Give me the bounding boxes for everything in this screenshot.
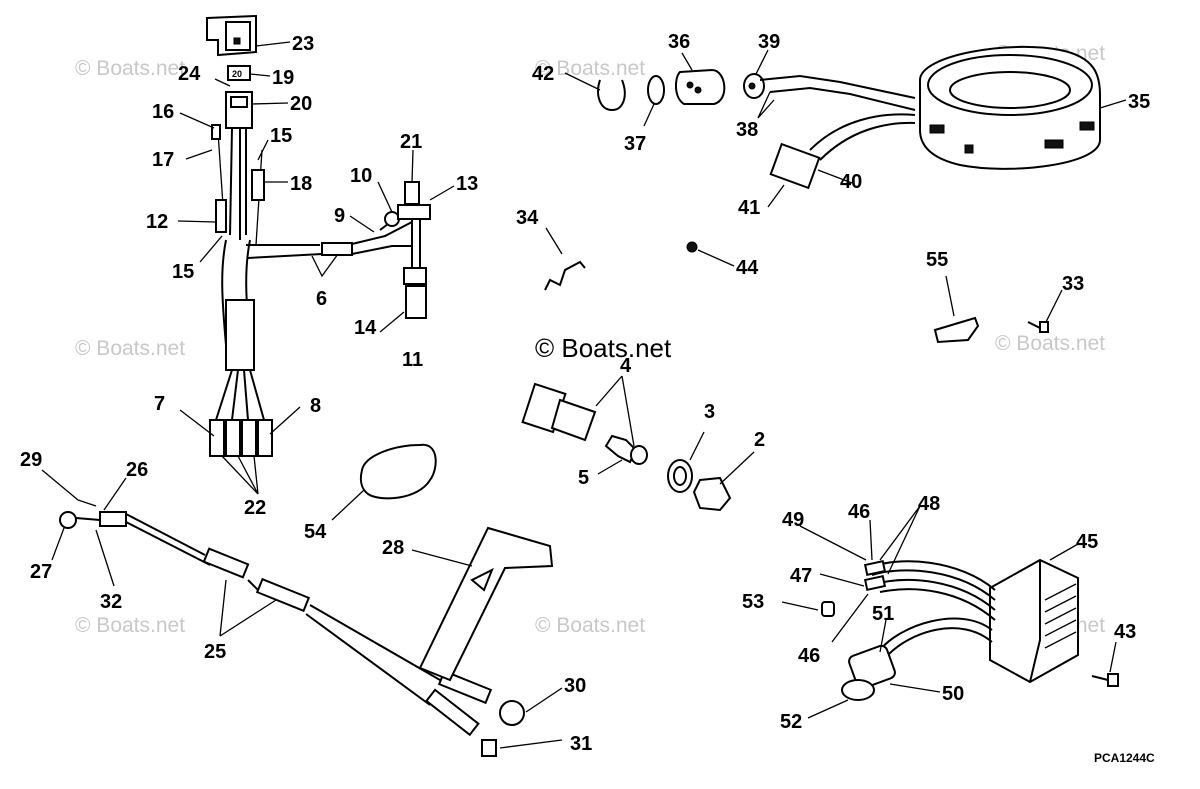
callout-21: 21 — [400, 131, 422, 153]
callout-17: 17 — [152, 149, 174, 171]
watermark: © Boats.net — [75, 57, 185, 80]
callout-32: 32 — [100, 591, 122, 613]
leader-lines — [41, 41, 1127, 749]
callout-8: 8 — [310, 395, 321, 417]
callout-26: 26 — [126, 459, 148, 481]
watermark-main: © Boats.net — [535, 333, 672, 363]
boot-part — [359, 443, 437, 500]
voltage-regulator-assembly — [821, 558, 1119, 701]
callout-14: 14 — [354, 317, 377, 339]
callout-15: 15 — [270, 125, 292, 147]
callout-11: 11 — [402, 349, 423, 371]
callout-20: 20 — [290, 93, 312, 115]
callout-31: 31 — [570, 733, 592, 755]
callout-3: 3 — [704, 401, 715, 423]
callout-45: 45 — [1076, 531, 1098, 553]
watermark: © Boats.net — [75, 614, 185, 637]
callout-43: 43 — [1114, 621, 1136, 643]
callout-19: 19 — [272, 67, 294, 89]
callout-41: 41 — [738, 197, 760, 219]
callout-47: 47 — [790, 565, 812, 587]
callout-42: 42 — [532, 63, 554, 85]
stator-assembly — [759, 45, 1101, 190]
callout-34: 34 — [516, 207, 539, 229]
callout-40: 40 — [840, 171, 862, 193]
callout-28: 28 — [382, 537, 404, 559]
nut-part — [692, 476, 732, 512]
clamp-part — [597, 79, 626, 112]
watermark: © Boats.net — [75, 337, 185, 360]
callout-35: 35 — [1128, 91, 1150, 113]
callout-38: 38 — [736, 119, 758, 141]
callout-24: 24 — [178, 63, 201, 85]
callout-29: 29 — [20, 449, 42, 471]
callout-54: 54 — [304, 521, 327, 543]
callout-46: 46 — [848, 501, 870, 523]
svg-text:20: 20 — [232, 69, 242, 79]
callout-37: 37 — [624, 133, 646, 155]
callout-4: 4 — [620, 355, 632, 377]
callout-23: 23 — [292, 33, 314, 55]
callout-48: 48 — [918, 493, 940, 515]
callout-36: 36 — [668, 31, 690, 53]
watermark: © Boats.net — [535, 614, 645, 637]
ignition-switch-assembly — [521, 382, 732, 512]
callout-16: 16 — [152, 101, 174, 123]
callout-15: 15 — [172, 261, 194, 283]
battery-cable-assembly — [59, 499, 554, 757]
callout-22: 22 — [244, 497, 266, 519]
callout-9: 9 — [334, 205, 345, 227]
callout-5: 5 — [578, 467, 589, 489]
callout-49: 49 — [782, 509, 804, 531]
callout-51: 51 — [872, 603, 894, 625]
watermark: © Boats.net — [995, 332, 1105, 355]
screw-part — [1027, 321, 1041, 329]
callout-44: 44 — [736, 257, 759, 279]
callout-10: 10 — [350, 165, 372, 187]
callout-18: 18 — [290, 173, 312, 195]
callout-27: 27 — [30, 561, 52, 583]
callout-numbers: 23 24 19 20 16 15 17 18 12 15 21 10 13 9… — [20, 31, 1150, 755]
nut-part — [686, 241, 698, 253]
boot-part — [674, 68, 726, 105]
callout-25: 25 — [204, 641, 226, 663]
fuse-part — [227, 65, 251, 81]
callout-33: 33 — [1062, 273, 1084, 295]
clip-part — [544, 260, 586, 291]
callout-7: 7 — [154, 393, 165, 415]
callout-53: 53 — [742, 591, 764, 613]
callout-13: 13 — [456, 173, 478, 195]
callout-50: 50 — [942, 683, 964, 705]
grommet-and-cap-parts — [597, 68, 765, 112]
callout-46: 46 — [798, 645, 820, 667]
cable-strap-part — [418, 526, 554, 682]
callout-2: 2 — [754, 429, 765, 451]
callout-30: 30 — [564, 675, 586, 697]
o-ring-part — [647, 75, 665, 105]
callout-55: 55 — [926, 249, 948, 271]
watermark: © Boats.net — [535, 57, 645, 80]
callout-12: 12 — [146, 211, 168, 233]
wiring-harness-assembly: 20 — [206, 14, 431, 457]
diagram-code: PCA1244C — [1094, 751, 1155, 765]
callout-52: 52 — [780, 711, 802, 733]
callout-39: 39 — [758, 31, 780, 53]
bracket-part — [933, 316, 980, 344]
callout-6: 6 — [316, 288, 327, 310]
